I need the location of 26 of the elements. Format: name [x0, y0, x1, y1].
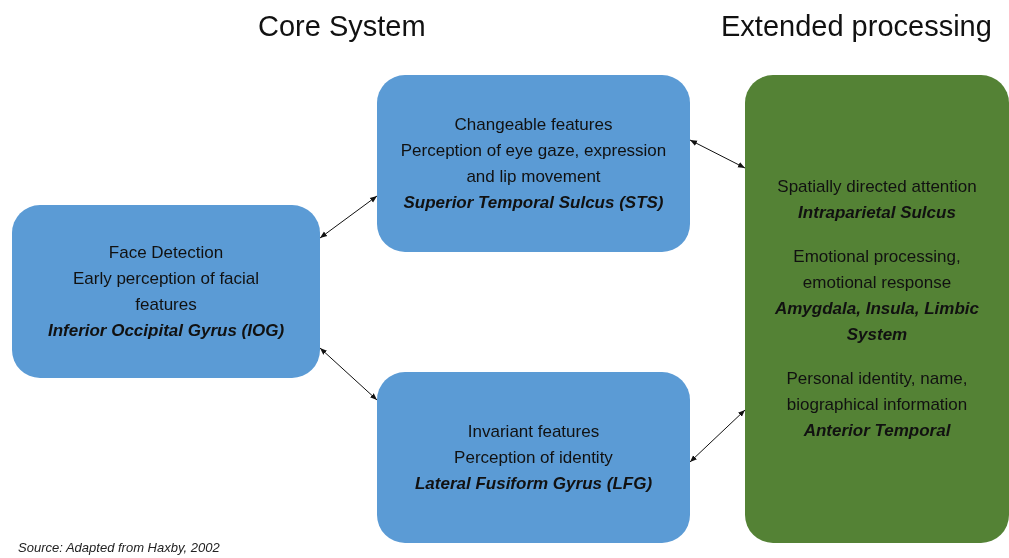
double-arrow	[319, 347, 378, 401]
process-box	[377, 372, 690, 543]
source-note: Source: Adapted from Haxby, 2002	[18, 540, 220, 555]
region-name: Amygdala, Insula, Limbic System	[773, 298, 981, 346]
column-heading: Core System	[258, 10, 426, 43]
node-text: Personal identity, name, biographical information	[785, 368, 969, 416]
region-name: Inferior Occipital Gyrus (IOG)	[47, 319, 285, 342]
region-name: Superior Temporal Sulcus (STS)	[403, 191, 664, 214]
double-arrow	[319, 195, 378, 239]
node-text: Face Detection	[108, 241, 224, 264]
node-text: Changeable features	[454, 113, 613, 136]
node-text: Perception of identity	[454, 446, 613, 469]
region-name: Anterior Temporal	[803, 420, 951, 442]
column-heading: Extended processing	[721, 10, 992, 43]
region-name: Lateral Fusiform Gyrus (LFG)	[414, 472, 653, 495]
node-text: Perception of eye gaze, expression and lip movement	[399, 139, 668, 188]
node-text: Emotional processing, emotional response	[792, 246, 962, 294]
double-arrow	[689, 139, 746, 169]
region-panel	[745, 75, 1009, 543]
node-text: Spatially directed attention	[777, 176, 977, 198]
double-arrow	[689, 409, 746, 463]
process-box	[12, 205, 320, 378]
node-text: Invariant features	[467, 420, 600, 443]
process-box	[377, 75, 690, 252]
node-text: Early perception of facial features	[71, 267, 261, 316]
region-name: Intraparietal Sulcus	[798, 202, 956, 224]
